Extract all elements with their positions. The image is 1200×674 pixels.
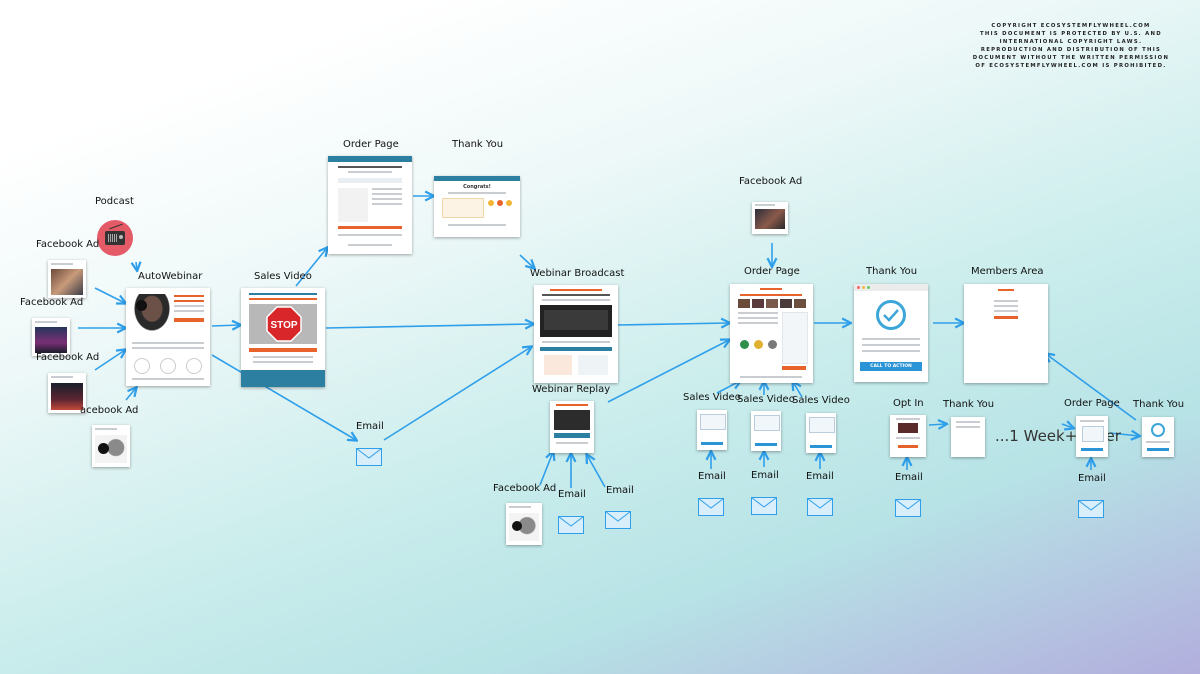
webinar-broadcast-page-thumbnail <box>534 285 618 383</box>
sales-video-page-thumbnail <box>806 413 836 453</box>
sales-video-label: Sales Video <box>254 271 312 282</box>
checkmark-circle-icon <box>1151 423 1165 437</box>
envelope-icon <box>605 511 631 529</box>
envelope-icon <box>356 448 382 466</box>
copyright-line: COPYRIGHT ECOSYSTEMFLYWHEEL.COM <box>991 23 1151 29</box>
arrow-optin-to-thankyou <box>928 424 946 425</box>
order-page-thumbnail <box>730 284 813 383</box>
sales-video-label: Sales Video <box>683 392 741 403</box>
sales-video-page-thumbnail <box>751 411 781 451</box>
facebook-ad-thumbnail <box>48 373 86 413</box>
facebook-ad-label: Facebook Ad <box>36 239 100 250</box>
facebook-ad-label: Facebook Ad <box>739 176 803 187</box>
arrow-thankyou-to-webinar <box>519 254 534 268</box>
facebook-ad-thumbnail <box>92 425 130 467</box>
envelope-icon <box>1078 500 1104 518</box>
thank-you-page-thumbnail: Congrats! <box>434 176 520 237</box>
checkmark-circle-icon <box>876 300 906 330</box>
facebook-ad-thumbnail <box>506 503 542 545</box>
envelope-icon <box>807 498 833 516</box>
facebook-ad-thumbnail <box>32 318 70 356</box>
stop-sign-icon: STOP <box>266 306 302 342</box>
congrats-text: Congrats! <box>463 184 491 190</box>
order-page-label: Order Page <box>343 139 399 150</box>
facebook-ad-label: Facebook Ad <box>493 483 557 494</box>
webinar-replay-page-thumbnail <box>550 401 594 453</box>
arrow-fbad1-to-autowebinar <box>94 287 125 303</box>
radio-icon <box>97 220 133 256</box>
stop-sign-text: STOP <box>270 320 297 331</box>
opt-in-page-thumbnail <box>890 415 926 457</box>
arrow-webinar-to-orderpage <box>617 323 729 325</box>
copyright-line: REPRODUCTION AND DISTRIBUTION OF THIS <box>980 47 1162 53</box>
arrow-sv3-to-orderpage <box>793 382 803 398</box>
copyright-line: OF ECOSYSTEMFLYWHEEL.COM IS PROHIBITED. <box>975 63 1167 69</box>
arrow-fbad3-to-autowebinar <box>94 350 125 371</box>
arrow-autowebinar-to-email <box>211 354 356 440</box>
envelope-icon <box>558 516 584 534</box>
copyright-notice: COPYRIGHT ECOSYSTEMFLYWHEEL.COM THIS DOC… <box>962 22 1180 70</box>
thank-you-label: Thank You <box>943 399 995 410</box>
thank-you-page-thumbnail <box>951 417 985 457</box>
sales-video-page-thumbnail: STOP <box>241 288 325 387</box>
order-page-label: Order Page <box>744 266 800 277</box>
opt-in-label: Opt In <box>893 398 924 409</box>
order-page-thumbnail <box>328 156 412 254</box>
facebook-ad-thumbnail <box>752 202 788 234</box>
email-label: Email <box>751 470 779 481</box>
envelope-icon <box>895 499 921 517</box>
arrow-email-to-webinar <box>383 347 531 441</box>
arrow-podcast-to-autowebinar <box>136 262 137 270</box>
thank-you-label: Thank You <box>1133 399 1185 410</box>
email-label: Email <box>558 489 586 500</box>
facebook-ad-label: Facebook Ad <box>20 297 84 308</box>
copyright-line: INTERNATIONAL COPYRIGHT LAWS. <box>999 39 1143 45</box>
thank-you-label: Thank You <box>866 266 918 277</box>
arrow-fbad-replay-up <box>539 452 553 486</box>
autowebinar-page-thumbnail <box>126 288 210 386</box>
email-label: Email <box>356 421 384 432</box>
thank-you-page-thumbnail <box>1142 417 1174 457</box>
email-label: Email <box>895 472 923 483</box>
arrow-sv1-to-orderpage <box>716 381 740 394</box>
webinar-broadcast-label: Webinar Broadcast <box>530 268 625 279</box>
facebook-ad-label: Facebook Ad <box>36 352 100 363</box>
arrow-salesvideo-to-webinar <box>325 324 533 328</box>
email-label: Email <box>698 471 726 482</box>
thank-you-label: Thank You <box>452 139 504 150</box>
order-page-label: Order Page <box>1064 398 1120 409</box>
order-page-thumbnail <box>1076 416 1108 457</box>
arrow-salesvideo-to-orderpage <box>295 248 327 287</box>
envelope-icon <box>698 498 724 516</box>
arrow-replay-to-orderpage <box>607 340 729 403</box>
envelope-icon <box>751 497 777 515</box>
email-label: Email <box>806 471 834 482</box>
arrow-autowebinar-to-salesvideo <box>211 325 240 326</box>
arrow-fbad4-to-autowebinar <box>125 388 136 401</box>
arrow-later-to-orderpage <box>1061 424 1073 428</box>
facebook-ad-label: acebook Ad <box>80 405 139 416</box>
autowebinar-label: AutoWebinar <box>138 271 203 282</box>
webinar-replay-label: Webinar Replay <box>532 384 611 395</box>
sales-video-page-thumbnail <box>697 410 727 450</box>
email-label: Email <box>606 485 634 496</box>
copyright-line: THIS DOCUMENT IS PROTECTED BY U.S. AND <box>980 31 1162 37</box>
podcast-label: Podcast <box>95 196 134 207</box>
email-label: Email <box>1078 473 1106 484</box>
arrow-email-replay2-up <box>587 455 606 488</box>
members-area-label: Members Area <box>971 266 1044 277</box>
members-area-page-thumbnail <box>964 284 1048 383</box>
thank-you-page-thumbnail: CALL TO ACTION <box>854 284 928 382</box>
arrow-orderpage-to-thankyou-late <box>1109 433 1139 436</box>
call-to-action-button: CALL TO ACTION <box>860 362 922 371</box>
copyright-line: DOCUMENT WITHOUT THE WRITTEN PERMISSION <box>972 55 1170 61</box>
sales-video-label: Sales Video <box>737 394 795 405</box>
facebook-ad-thumbnail <box>48 260 86 298</box>
arrow-thankyou-late-to-members <box>1046 354 1137 421</box>
sales-video-label: Sales Video <box>792 395 850 406</box>
